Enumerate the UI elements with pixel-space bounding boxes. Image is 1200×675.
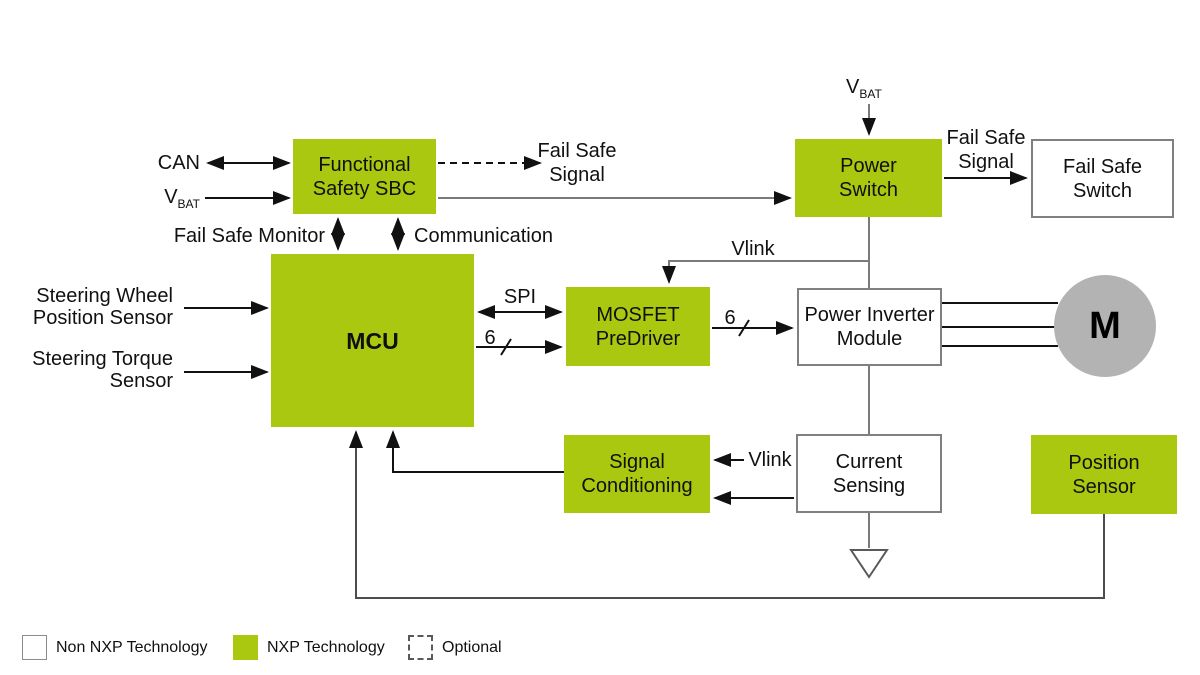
node-current-sensing: Current Sensing: [796, 434, 942, 513]
fail-safe-monitor-label: Fail Safe Monitor: [173, 225, 325, 247]
vbat-top-subscript: BAT: [859, 87, 882, 101]
legend-item-optional: Optional: [408, 635, 502, 660]
bus6-left-label: 6: [484, 327, 496, 349]
position-sensor-to-mcu-path: [349, 430, 1105, 599]
vbat-top-label: VBAT: [846, 75, 916, 106]
node-mcu: MCU: [271, 254, 474, 427]
legend-item-nxp: NXP Technology: [233, 635, 385, 660]
signal-conditioning-to-mcu-path: [386, 430, 564, 473]
node-fail-safe-switch: Fail Safe Switch: [1031, 139, 1174, 218]
vlink-top-path: [662, 260, 869, 284]
non-nxp-swatch: [22, 635, 47, 660]
vlink-top-label: Vlink: [731, 238, 775, 260]
node-power-switch: Power Switch: [795, 139, 942, 217]
ground-symbol: [849, 549, 889, 579]
nxp-swatch: [233, 635, 258, 660]
node-mosfet-predriver: MOSFET PreDriver: [566, 287, 710, 366]
legend-label: Optional: [442, 638, 502, 656]
steering-wheel-position-sensor-label: Steering Wheel Position Sensor: [32, 285, 173, 329]
legend-label: Non NXP Technology: [56, 638, 208, 656]
vbat-v: V: [164, 186, 178, 208]
legend-label: NXP Technology: [267, 638, 385, 656]
fail-safe-signal-top-label: Fail Safe Signal: [537, 140, 617, 186]
vlink-bottom-label: Vlink: [748, 449, 792, 471]
legend-item-non-nxp: Non NXP Technology: [22, 635, 208, 660]
node-motor: M: [1054, 275, 1156, 377]
node-signal-conditioning: Signal Conditioning: [564, 435, 710, 513]
optional-swatch: [408, 635, 433, 660]
can-label: CAN: [157, 152, 200, 174]
vbat-left-label: VBAT: [110, 185, 200, 216]
vbat-top-v: V: [846, 76, 860, 98]
spi-label: SPI: [503, 286, 537, 308]
communication-label: Communication: [414, 225, 553, 247]
bus6-right-slash: [738, 319, 750, 337]
bus6-left-slash: [500, 338, 512, 356]
node-power-inverter-module: Power Inverter Module: [797, 288, 942, 366]
steering-torque-sensor-label: Steering Torque Sensor: [32, 348, 173, 392]
bus6-right-label: 6: [724, 307, 736, 329]
node-functional-safety-sbc: Functional Safety SBC: [293, 139, 436, 214]
node-position-sensor: Position Sensor: [1031, 435, 1177, 514]
vbat-subscript: BAT: [177, 197, 200, 211]
fail-safe-signal-right-label: Fail Safe Signal: [946, 127, 1026, 173]
